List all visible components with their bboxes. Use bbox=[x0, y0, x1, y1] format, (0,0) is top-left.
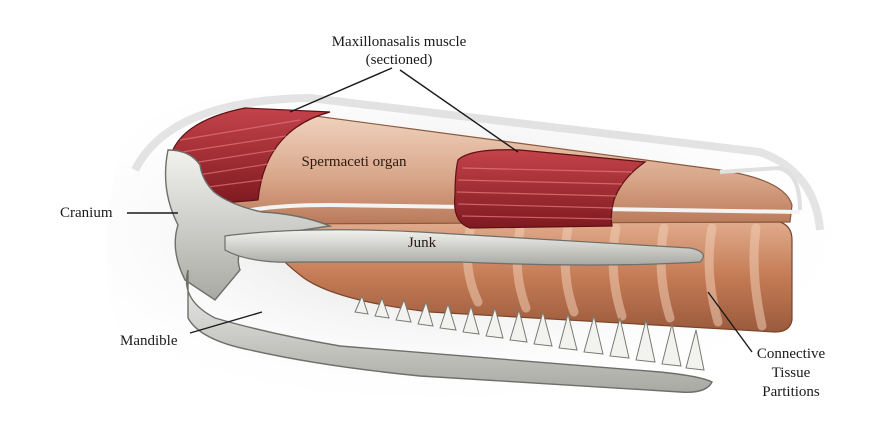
label-partitions: Partitions bbox=[762, 384, 820, 400]
cranium-bone bbox=[164, 149, 333, 301]
label-junk: Junk bbox=[408, 235, 437, 251]
muscle-fibers-mid bbox=[456, 167, 633, 220]
teeth bbox=[354, 294, 705, 371]
muscle-fibers-rear bbox=[179, 119, 301, 189]
rostrum-bone bbox=[224, 229, 704, 266]
case-membrane-edge bbox=[719, 165, 802, 211]
label-maxillonasalis-muscle: Maxillonasalis muscle bbox=[332, 34, 467, 50]
leader-lines bbox=[127, 67, 753, 353]
label-cranium: Cranium bbox=[60, 205, 113, 221]
label-connective: Connective bbox=[757, 346, 826, 362]
label-sectioned: (sectioned) bbox=[366, 52, 433, 68]
label-mandible: Mandible bbox=[120, 333, 178, 349]
leader-muscle-rear bbox=[289, 67, 393, 113]
leader-partitions bbox=[707, 291, 753, 353]
mandible-bone bbox=[185, 269, 713, 393]
skin-outline bbox=[131, 93, 824, 231]
leader-mandible bbox=[189, 311, 263, 334]
label-spermaceti-organ: Spermaceti organ bbox=[301, 154, 407, 170]
leader-muscle-mid bbox=[399, 69, 519, 153]
label-tissue: Tissue bbox=[772, 365, 811, 381]
